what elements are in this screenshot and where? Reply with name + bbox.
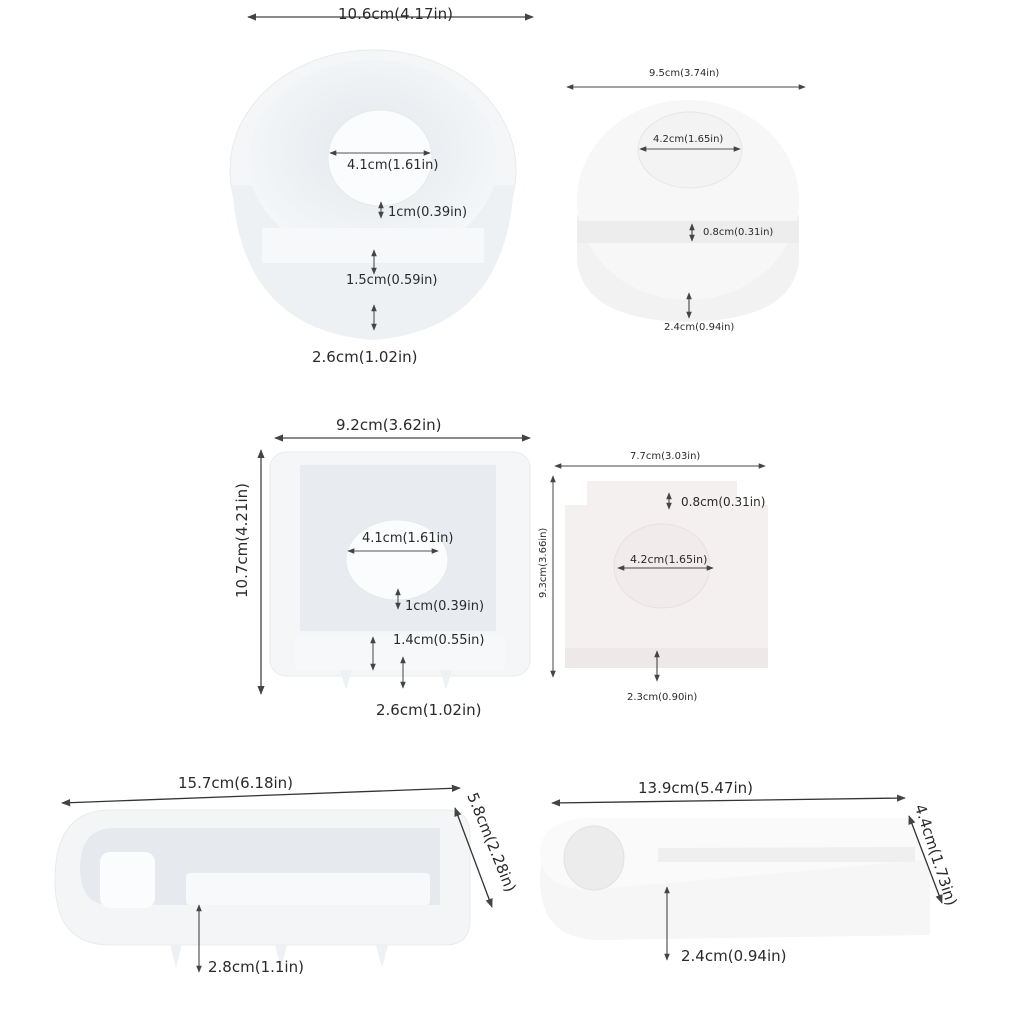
oblong-holder-height-label: 2.4cm(0.94in)	[681, 947, 787, 965]
square-mold-inner-circle-label: 4.1cm(1.61in)	[362, 531, 454, 546]
oblong-holder-length-label: 13.9cm(5.47in)	[638, 779, 754, 797]
square-mold-length-label: 10.7cm(4.21in)	[233, 482, 251, 598]
round-mold-width-label: 10.6cm(4.17in)	[338, 5, 454, 23]
round-mold-slot-label: 1.5cm(0.59in)	[346, 273, 438, 288]
square-mold-width-label: 9.2cm(3.62in)	[336, 416, 442, 434]
round-mold-step-label: 1cm(0.39in)	[388, 205, 468, 220]
round-holder-cup-label: 4.2cm(1.65in)	[653, 134, 724, 145]
round-mold-inner-circle-label: 4.1cm(1.61in)	[347, 158, 439, 173]
round-holder-height-label: 2.4cm(0.94in)	[664, 322, 735, 333]
oblong-holder	[540, 794, 943, 961]
oblong-mold	[54, 784, 493, 973]
square-holder-width-label: 7.7cm(3.03in)	[630, 451, 701, 462]
square-holder-slot-label: 0.8cm(0.31in)	[681, 495, 766, 509]
square-mold-step-label: 1cm(0.39in)	[405, 599, 485, 614]
square-holder-cup-label: 4.2cm(1.65in)	[630, 553, 708, 566]
square-holder-length-label: 9.3cm(3.66in)	[538, 527, 549, 598]
square-mold-slot-label: 1.4cm(0.55in)	[393, 633, 485, 648]
square-holder-height-label: 2.3cm(0.90in)	[627, 692, 698, 703]
square-mold-height-label: 2.6cm(1.02in)	[376, 701, 482, 719]
round-mold	[229, 13, 534, 340]
square-holder	[550, 463, 768, 682]
oblong-mold-length-label: 15.7cm(6.18in)	[178, 774, 294, 792]
round-mold-height-label: 2.6cm(1.02in)	[312, 348, 418, 366]
square-mold	[257, 434, 531, 695]
oblong-mold-height-label: 2.8cm(1.1in)	[208, 958, 304, 976]
round-holder-slot-label: 0.8cm(0.31in)	[703, 227, 774, 238]
round-holder	[566, 84, 806, 322]
round-holder-width-label: 9.5cm(3.74in)	[649, 68, 720, 79]
